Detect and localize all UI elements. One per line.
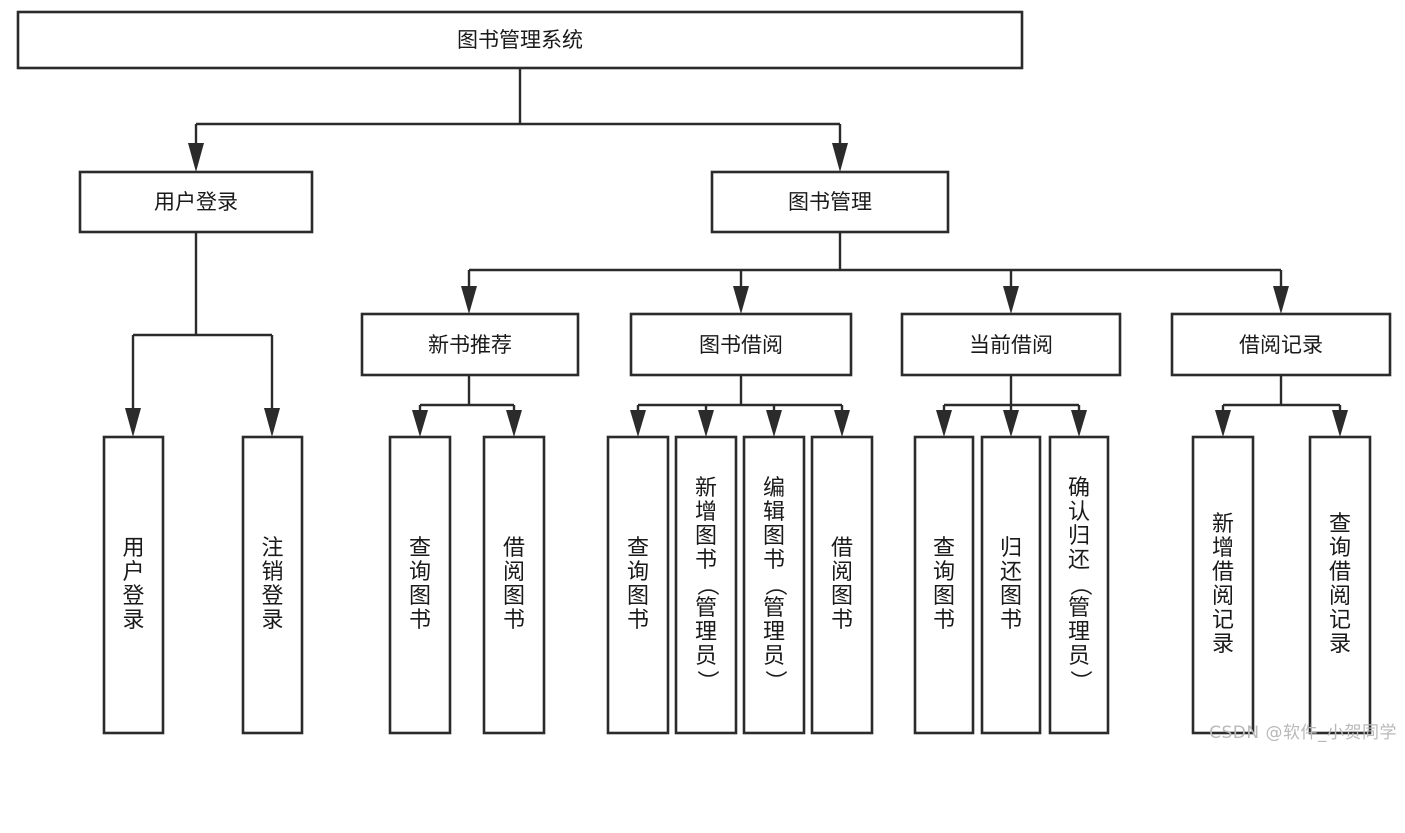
leaf-query-book-2-box[interactable] <box>606 435 670 735</box>
node-login[interactable]: 用户登录 <box>78 170 314 234</box>
arrow-leaf-user-login <box>125 408 141 437</box>
node-root-label: 图书管理系统 <box>457 28 583 52</box>
arrow-leaf-return-book <box>1003 410 1019 437</box>
node-root[interactable]: 图书管理系统 <box>16 10 1024 70</box>
csdn-watermark: CSDN @软件_小贺同学 <box>1209 723 1397 743</box>
node-new-book-rec-box[interactable] <box>360 312 580 377</box>
leaf-borrow-book-1-box[interactable] <box>482 435 546 735</box>
arrow-leaf-edit-book <box>766 410 782 437</box>
node-book-borrow-label: 图书借阅 <box>699 333 783 357</box>
connectors <box>125 68 1348 437</box>
arrow-leaf-logout-login <box>264 408 280 437</box>
arrow-leaf-query-book-1 <box>412 410 428 437</box>
node-book-borrow[interactable]: 图书借阅 <box>629 312 853 377</box>
arrow-new-book-rec <box>461 286 477 314</box>
leaf-boxes <box>102 435 1372 735</box>
leaf-add-book-box[interactable] <box>674 435 738 735</box>
node-root-box[interactable] <box>16 10 1024 70</box>
leaf-logout-login-box[interactable] <box>241 435 304 735</box>
arrow-to-login <box>188 143 204 172</box>
node-new-book-rec[interactable]: 新书推荐 <box>360 312 580 377</box>
leaf-add-record-box[interactable] <box>1191 435 1255 735</box>
node-new-book-rec-label: 新书推荐 <box>428 333 512 357</box>
leaf-confirm-return-box[interactable] <box>1048 435 1110 735</box>
arrow-leaf-query-record <box>1332 410 1348 437</box>
node-login-label: 用户登录 <box>154 190 238 214</box>
arrow-leaf-query-book-2 <box>630 410 646 437</box>
arrow-current-borrow <box>1003 286 1019 314</box>
structure-diagram: 图书管理系统 用户登录 图书管理 新书推荐 图书借阅 当前借阅 借阅记录 <box>16 10 1392 735</box>
node-current-borrow-label: 当前借阅 <box>969 333 1053 357</box>
node-book-manage-box[interactable] <box>710 170 950 234</box>
leaf-query-record-box[interactable] <box>1308 435 1372 735</box>
node-current-borrow-box[interactable] <box>900 312 1122 377</box>
node-borrow-record[interactable]: 借阅记录 <box>1170 312 1392 377</box>
arrow-to-book-manage <box>832 143 848 172</box>
arrow-leaf-confirm-return <box>1071 410 1087 437</box>
leaf-query-book-3-box[interactable] <box>913 435 975 735</box>
leaf-edit-book-box[interactable] <box>742 435 806 735</box>
arrow-leaf-add-book <box>698 410 714 437</box>
node-current-borrow[interactable]: 当前借阅 <box>900 312 1122 377</box>
arrow-borrow-record <box>1273 286 1289 314</box>
leaf-user-login-box[interactable] <box>102 435 165 735</box>
node-book-manage-label: 图书管理 <box>788 190 872 214</box>
arrow-book-borrow <box>733 286 749 314</box>
leaf-return-book-box[interactable] <box>980 435 1042 735</box>
arrow-leaf-query-book-3 <box>936 410 952 437</box>
node-book-borrow-box[interactable] <box>629 312 853 377</box>
node-borrow-record-label: 借阅记录 <box>1239 333 1323 357</box>
node-borrow-record-box[interactable] <box>1170 312 1392 377</box>
flowchart-canvas: 图书管理系统 用户登录 图书管理 新书推荐 图书借阅 当前借阅 借阅记录 <box>16 10 1397 743</box>
arrow-leaf-borrow-book-2 <box>834 410 850 437</box>
leaf-query-book-1-box[interactable] <box>388 435 452 735</box>
node-book-manage[interactable]: 图书管理 <box>710 170 950 234</box>
leaf-borrow-book-2-box[interactable] <box>810 435 874 735</box>
node-login-box[interactable] <box>78 170 314 234</box>
arrow-leaf-borrow-book-1 <box>506 410 522 437</box>
arrow-leaf-add-record <box>1215 410 1231 437</box>
